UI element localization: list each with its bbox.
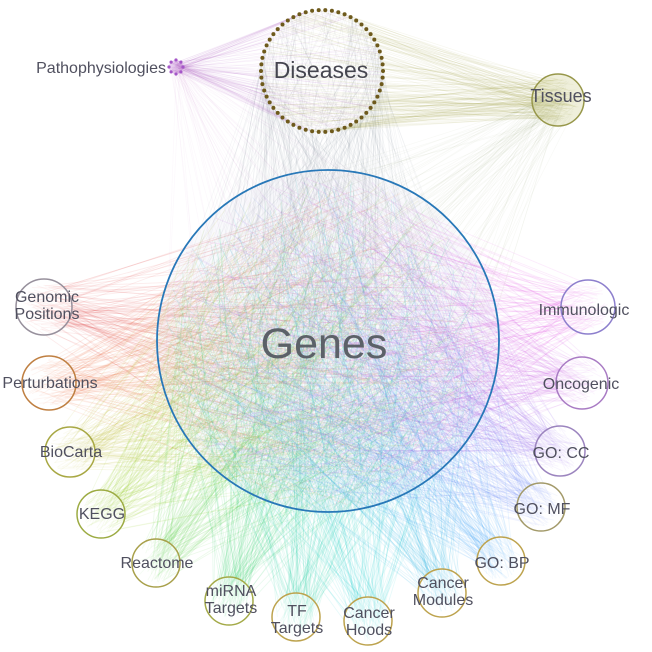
edge-bundle-genes-kegg xyxy=(80,177,491,534)
node-kegg[interactable] xyxy=(76,489,126,539)
node-go-mf[interactable] xyxy=(516,482,566,532)
node-cancer-modules[interactable] xyxy=(417,568,467,618)
node-tf-targets[interactable] xyxy=(271,592,321,642)
node-go-bp[interactable] xyxy=(476,536,526,586)
label-go-bp: GO: BP xyxy=(474,555,529,572)
edge-bundle-genes-tissues xyxy=(171,78,578,484)
node-genomic-positions[interactable] xyxy=(15,278,73,336)
edge-bundle-genes-cancer-modules xyxy=(167,182,479,612)
label-immunologic: Immunologic xyxy=(539,302,630,319)
label-go-cc: GO: CC xyxy=(533,445,590,462)
node-immunologic[interactable] xyxy=(560,279,616,335)
edge-bundle-diseases-tissues xyxy=(260,9,580,133)
label-genes: Genes xyxy=(261,320,388,368)
label-diseases: Diseases xyxy=(274,57,369,83)
node-perturbations[interactable] xyxy=(21,355,77,411)
edge-bundle-genes-reactome xyxy=(136,187,485,583)
label-tissues: Tissues xyxy=(530,86,591,106)
label-go-mf: GO: MF xyxy=(514,501,571,518)
label-kegg: KEGG xyxy=(79,506,125,523)
node-genes[interactable] xyxy=(156,169,500,513)
node-oncogenic[interactable] xyxy=(555,356,609,410)
edge-bundle-genes-go-mf xyxy=(175,186,562,527)
edge-bundle-genes-oncogenic xyxy=(181,181,602,502)
edge-bundle-diseases-genes xyxy=(166,9,491,497)
edge-bundle-genes-tf-targets xyxy=(165,182,487,636)
edge-bundle-genes-cancer-hoods xyxy=(167,177,495,641)
edge-bundle-genes-pathophysiologies xyxy=(165,61,462,500)
edge-bundle-genes-go-cc xyxy=(171,175,579,483)
edge-bundle-diseases-pathophysiologies xyxy=(171,9,384,133)
label-biocarta: BioCarta xyxy=(40,444,102,461)
node-mirna-targets[interactable] xyxy=(204,576,254,626)
edge-bundle-genes-immunologic xyxy=(167,177,610,506)
node-reactome[interactable] xyxy=(131,538,181,588)
label-oncogenic: Oncogenic xyxy=(543,376,620,393)
edge-bundle-genes-genomic-positions xyxy=(22,188,469,500)
edge-bundle-genes-go-bp xyxy=(172,179,521,580)
node-diseases[interactable] xyxy=(259,8,385,134)
label-reactome: Reactome xyxy=(121,555,194,572)
node-pathophysiologies[interactable] xyxy=(167,58,185,76)
node-cancer-hoods[interactable] xyxy=(343,596,393,646)
node-go-cc[interactable] xyxy=(534,425,586,477)
label-perturbations: Perturbations xyxy=(2,375,97,392)
label-pathophysiologies: Pathophysiologies xyxy=(36,60,166,77)
edge-bundle-genes-biocarta xyxy=(49,182,469,505)
node-biocarta[interactable] xyxy=(44,426,96,478)
node-tissues[interactable] xyxy=(531,73,585,127)
